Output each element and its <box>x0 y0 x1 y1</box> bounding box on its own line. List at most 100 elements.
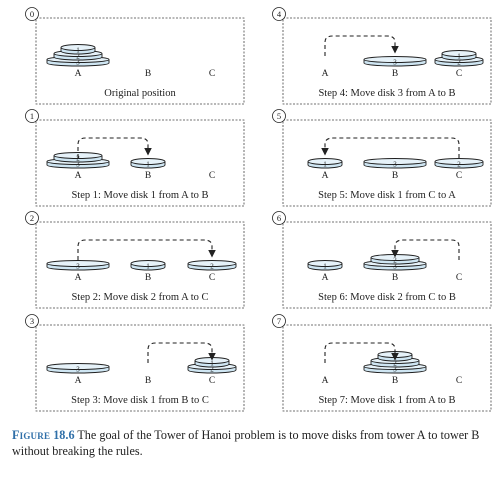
disk-number-label: 2 <box>457 161 461 169</box>
disk-number-label: 1 <box>146 161 150 169</box>
step-badge-number: 2 <box>30 213 34 223</box>
tower-label-c: C <box>456 376 462 386</box>
disk-number-label: 2 <box>393 360 397 368</box>
tower-label-c: C <box>209 273 215 283</box>
step-badge <box>272 211 286 225</box>
step-caption: Step 4: Move disk 3 from A to B <box>318 88 455 99</box>
move-arrow <box>77 137 152 158</box>
tower-label-b: B <box>145 69 151 79</box>
tower-label-a: A <box>322 171 329 181</box>
disk-number-label: 3 <box>393 59 397 67</box>
step-badge-number: 0 <box>30 9 34 19</box>
tower-label-a: A <box>75 273 82 283</box>
move-arrow <box>321 137 460 158</box>
step-caption: Step 2: Move disk 2 from A to C <box>71 292 208 303</box>
step-caption: Step 5: Move disk 1 from C to A <box>318 190 456 201</box>
step-caption: Step 1: Move disk 1 from A to B <box>71 190 208 201</box>
tower-label-c: C <box>456 69 462 79</box>
disk-3: 3 <box>363 158 427 169</box>
disk-2: 2 <box>370 254 420 265</box>
disk-number-label: 3 <box>76 263 80 271</box>
disk-number-label: 3 <box>76 161 80 169</box>
tower-label-b: B <box>145 376 151 386</box>
disk-number-label: 3 <box>393 161 397 169</box>
disk-number-label: 1 <box>146 263 150 271</box>
step-caption: Original position <box>104 88 176 99</box>
tower-label-a: A <box>322 376 329 386</box>
disk-number-label: 2 <box>76 155 80 163</box>
step-badge-number: 4 <box>277 9 282 19</box>
tower-label-c: C <box>209 171 215 181</box>
step-badge <box>272 7 286 21</box>
tower-label-a: A <box>75 171 82 181</box>
step-badge-number: 1 <box>30 111 34 121</box>
step-badge <box>25 211 39 225</box>
disk-number-label: 2 <box>393 257 397 265</box>
disk-number-label: 1 <box>457 53 461 61</box>
disk-2: 2 <box>187 260 237 271</box>
tower-label-b: B <box>392 273 398 283</box>
step-caption: Step 3: Move disk 1 from B to C <box>71 395 209 406</box>
disk-1: 1 <box>60 44 96 55</box>
disk-number-label: 1 <box>323 161 327 169</box>
step-badge <box>25 314 39 328</box>
step-caption: Step 7: Move disk 1 from A to B <box>318 395 455 406</box>
disk-number-label: 2 <box>210 366 214 374</box>
disk-1: 1 <box>130 158 166 169</box>
tower-label-b: B <box>145 171 151 181</box>
disk-number-label: 3 <box>76 59 80 67</box>
disk-number-label: 2 <box>76 53 80 61</box>
disk-number-label: 2 <box>457 59 461 67</box>
disk-number-label: 1 <box>323 263 327 271</box>
disk-3: 3 <box>363 56 427 67</box>
disk-1: 1 <box>441 50 477 61</box>
disk-1: 1 <box>307 158 343 169</box>
tower-label-c: C <box>209 69 215 79</box>
step-badge-number: 5 <box>277 111 281 121</box>
figure-caption-number: 18.6 <box>53 428 75 442</box>
disk-1: 1 <box>130 260 166 271</box>
step-badge <box>25 7 39 21</box>
tower-label-b: B <box>392 69 398 79</box>
disk-2: 2 <box>53 152 103 163</box>
move-arrow <box>77 239 216 260</box>
disk-number-label: 3 <box>76 366 80 374</box>
move-arrow <box>324 35 399 56</box>
disk-3: 3 <box>46 260 110 271</box>
tower-label-c: C <box>209 376 215 386</box>
tower-label-b: B <box>392 376 398 386</box>
tower-label-c: C <box>456 171 462 181</box>
tower-label-b: B <box>392 171 398 181</box>
figure-caption: Figure 18.6 The goal of the Tower of Han… <box>12 427 490 459</box>
step-badge <box>272 314 286 328</box>
tower-label-a: A <box>75 376 82 386</box>
move-arrow <box>147 342 216 363</box>
tower-label-a: A <box>75 69 82 79</box>
disk-1: 1 <box>307 260 343 271</box>
disk-number-label: 1 <box>210 360 214 368</box>
move-arrow <box>391 239 460 260</box>
move-arrow <box>324 342 399 363</box>
step-caption: Step 6: Move disk 2 from C to B <box>318 292 456 303</box>
step-badge-number: 3 <box>30 316 34 326</box>
disk-number-label: 1 <box>76 47 80 55</box>
tower-label-c: C <box>456 273 462 283</box>
step-badge <box>25 109 39 123</box>
disk-2: 2 <box>434 158 484 169</box>
figure-caption-label: Figure <box>12 428 51 442</box>
figure-caption-text: The goal of the Tower of Hanoi problem i… <box>12 428 480 458</box>
tower-label-b: B <box>145 273 151 283</box>
step-badge-number: 6 <box>277 213 281 223</box>
disk-3: 3 <box>46 363 110 374</box>
disk-number-label: 2 <box>210 263 214 271</box>
disk-number-label: 3 <box>393 366 397 374</box>
tower-label-a: A <box>322 273 329 283</box>
